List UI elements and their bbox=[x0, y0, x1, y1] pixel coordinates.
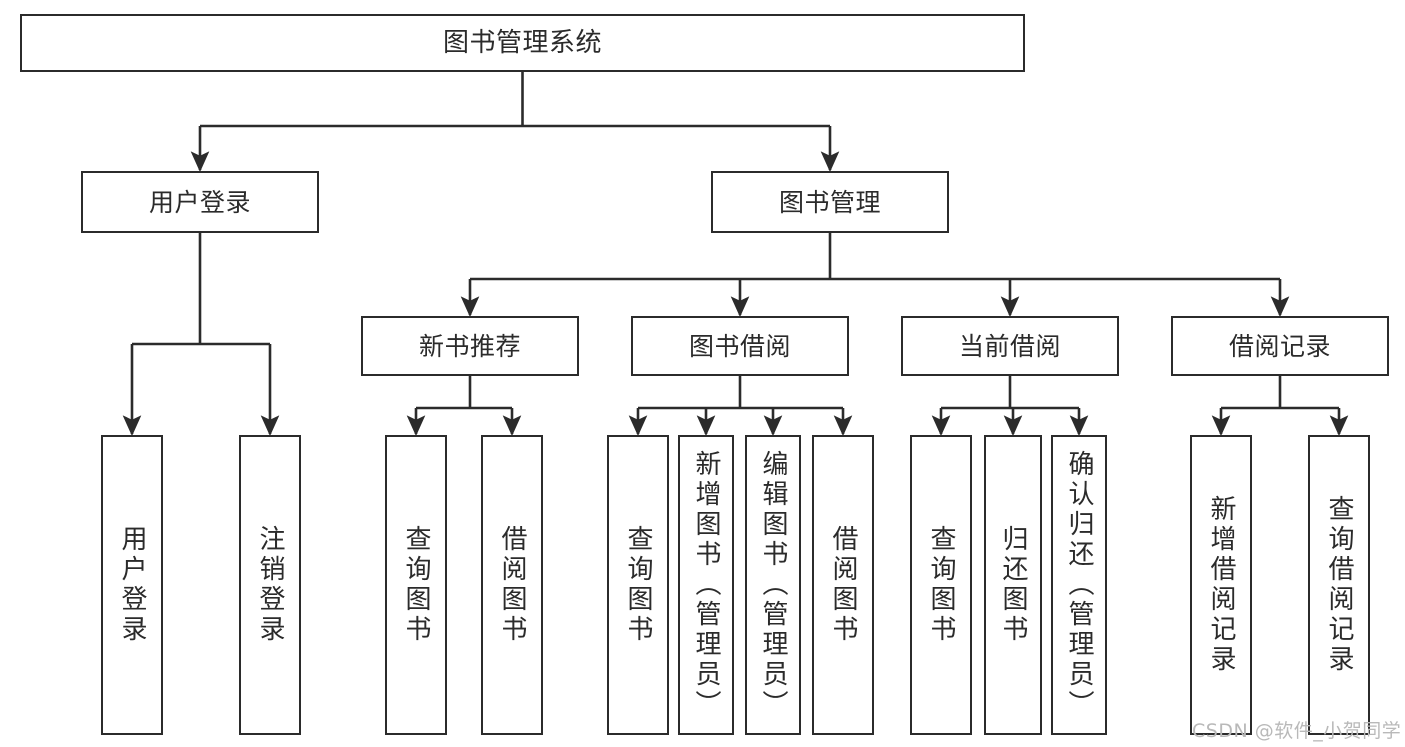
node-label: 用户登录 bbox=[117, 525, 147, 645]
node-new-book-rec[interactable]: 新书推荐 bbox=[361, 316, 579, 376]
node-label: 用户登录 bbox=[148, 187, 251, 217]
node-leaf-user-login[interactable]: 用户登录 bbox=[101, 435, 163, 735]
node-label: 当前借阅 bbox=[958, 331, 1061, 361]
node-book-manage[interactable]: 图书管理 bbox=[711, 171, 949, 233]
node-leaf-rec-query[interactable]: 查询图书 bbox=[385, 435, 447, 735]
node-label: 归还图书 bbox=[998, 525, 1028, 645]
node-label: 新增借阅记录 bbox=[1206, 495, 1236, 675]
node-label: 查询图书 bbox=[623, 525, 653, 645]
node-current-borrow[interactable]: 当前借阅 bbox=[901, 316, 1119, 376]
node-leaf-cb-query[interactable]: 查询图书 bbox=[910, 435, 972, 735]
node-leaf-cb-confirm[interactable]: 确认归还（管理员） bbox=[1051, 435, 1107, 735]
csdn-watermark: CSDN @软件_小贺同学 bbox=[1192, 720, 1402, 742]
node-user-login[interactable]: 用户登录 bbox=[81, 171, 319, 233]
node-label: 确认归还（管理员） bbox=[1064, 450, 1094, 720]
node-label: 借阅图书 bbox=[497, 525, 527, 645]
node-label: 查询借阅记录 bbox=[1324, 495, 1354, 675]
node-leaf-bb-add[interactable]: 新增图书（管理员） bbox=[678, 435, 734, 735]
node-label: 新增图书（管理员） bbox=[691, 450, 721, 720]
node-label: 图书管理系统 bbox=[442, 27, 602, 58]
node-label: 图书借阅 bbox=[688, 331, 791, 361]
node-label: 查询图书 bbox=[926, 525, 956, 645]
node-label: 图书管理 bbox=[778, 187, 881, 217]
node-leaf-br-add[interactable]: 新增借阅记录 bbox=[1190, 435, 1252, 735]
node-leaf-user-logout[interactable]: 注销登录 bbox=[239, 435, 301, 735]
node-leaf-bb-query[interactable]: 查询图书 bbox=[607, 435, 669, 735]
node-label: 查询图书 bbox=[401, 525, 431, 645]
node-leaf-rec-borrow[interactable]: 借阅图书 bbox=[481, 435, 543, 735]
node-leaf-cb-return[interactable]: 归还图书 bbox=[984, 435, 1042, 735]
node-label: 借阅图书 bbox=[828, 525, 858, 645]
node-root[interactable]: 图书管理系统 bbox=[20, 14, 1025, 72]
node-leaf-bb-edit[interactable]: 编辑图书（管理员） bbox=[745, 435, 801, 735]
node-label: 编辑图书（管理员） bbox=[758, 450, 788, 720]
node-label: 注销登录 bbox=[255, 525, 285, 645]
node-label: 新书推荐 bbox=[418, 331, 521, 361]
node-leaf-bb-borrow[interactable]: 借阅图书 bbox=[812, 435, 874, 735]
node-leaf-br-query[interactable]: 查询借阅记录 bbox=[1308, 435, 1370, 735]
node-label: 借阅记录 bbox=[1228, 331, 1331, 361]
node-book-borrow[interactable]: 图书借阅 bbox=[631, 316, 849, 376]
node-borrow-record[interactable]: 借阅记录 bbox=[1171, 316, 1389, 376]
